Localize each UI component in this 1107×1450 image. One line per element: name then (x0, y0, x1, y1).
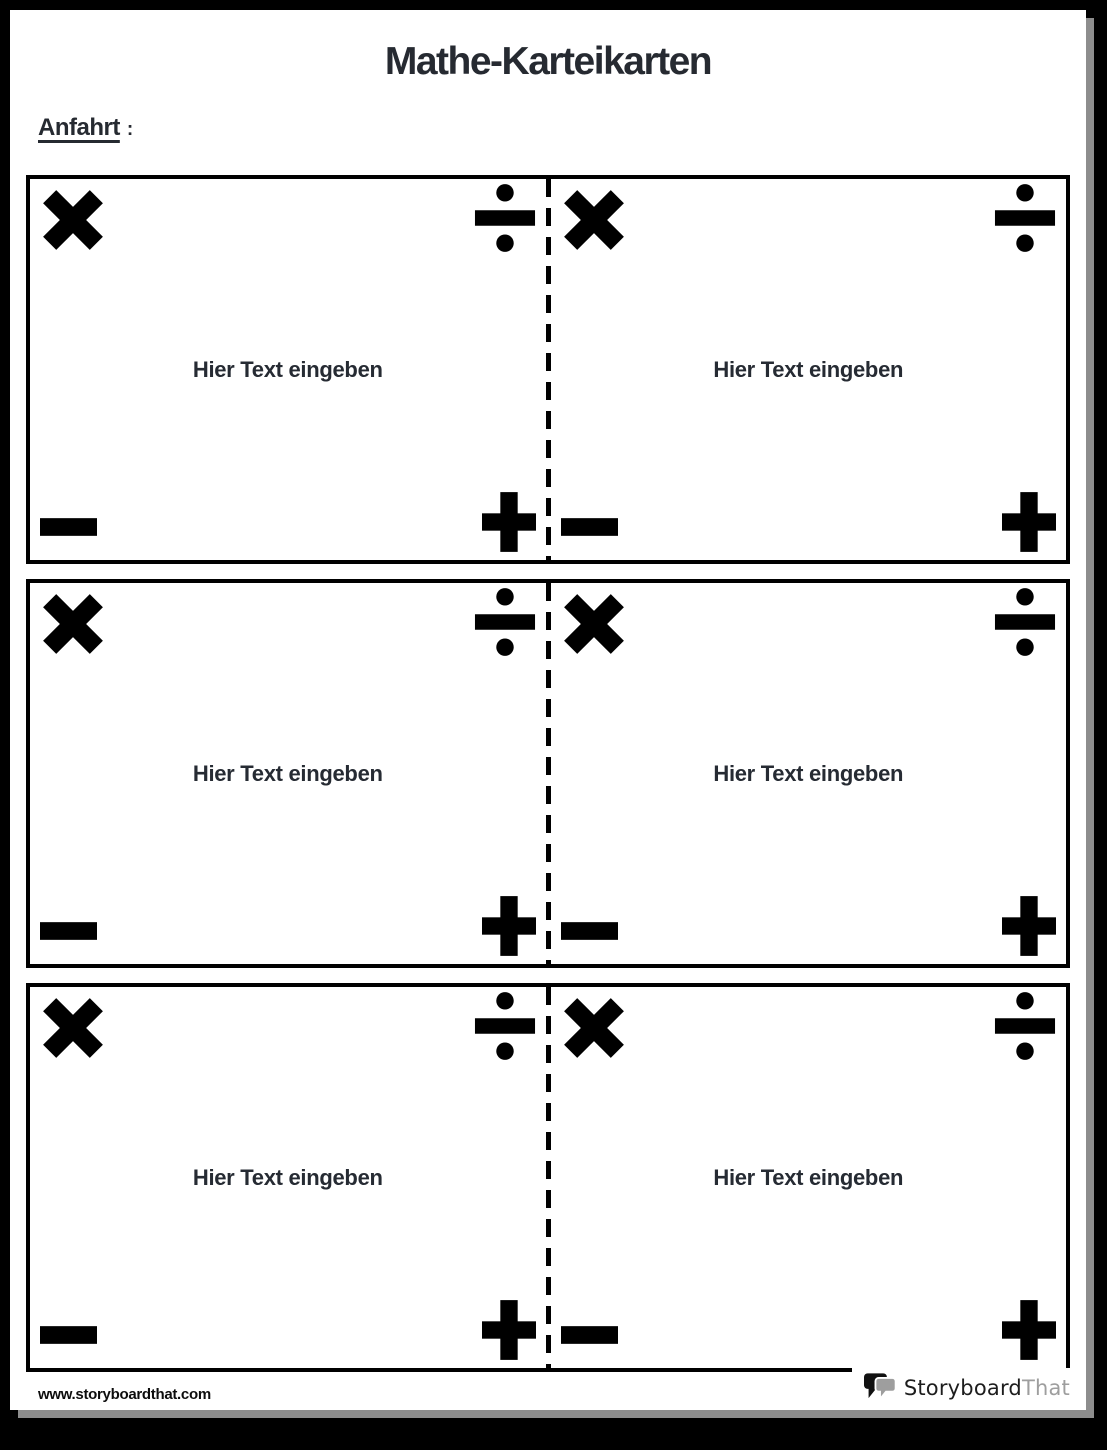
card-text-placeholder[interactable]: Hier Text eingeben (713, 1164, 904, 1190)
logo-text-gray: That (1021, 1376, 1070, 1400)
divide-icon (474, 184, 536, 252)
plus-icon (1002, 896, 1056, 956)
card-cell: Hier Text eingeben (551, 583, 1067, 964)
minus-icon (561, 922, 618, 940)
fold-line (545, 987, 551, 1368)
logo-wordmark: StoryboardThat (904, 1376, 1070, 1400)
multiply-icon (561, 995, 627, 1061)
divide-icon (994, 184, 1056, 252)
flashcard-row-1: Hier Text eingeben Hier Text eingeben (26, 175, 1070, 564)
fold-line (545, 583, 551, 964)
divide-icon (994, 992, 1056, 1060)
minus-icon (40, 518, 97, 536)
plus-icon (1002, 1300, 1056, 1360)
multiply-icon (40, 995, 106, 1061)
flashcard-row-2: Hier Text eingeben Hier Text eingeben (26, 579, 1070, 968)
directions-label-text: Anfahrt (38, 114, 120, 141)
card-cell: Hier Text eingeben (551, 987, 1067, 1368)
card-cell: Hier Text eingeben (30, 179, 546, 560)
footer-url: www.storyboardthat.com (38, 1386, 211, 1403)
storyboardthat-logo[interactable]: StoryboardThat (851, 1368, 1080, 1410)
minus-icon (561, 518, 618, 536)
card-cell: Hier Text eingeben (551, 179, 1067, 560)
minus-icon (40, 922, 97, 940)
logo-text-dark: Storyboard (903, 1376, 1022, 1400)
multiply-icon (561, 591, 627, 657)
worksheet-page: Mathe-Karteikarten Anfahrt: Hier Text ei… (10, 10, 1086, 1410)
plus-icon (1002, 492, 1056, 552)
card-text-placeholder[interactable]: Hier Text eingeben (713, 760, 904, 786)
multiply-icon (40, 187, 106, 253)
directions-colon: : (126, 119, 133, 140)
card-text-placeholder[interactable]: Hier Text eingeben (192, 356, 383, 382)
minus-icon (561, 1326, 618, 1344)
divide-icon (474, 992, 536, 1060)
card-cell: Hier Text eingeben (30, 583, 546, 964)
multiply-icon (561, 187, 627, 253)
card-cell: Hier Text eingeben (30, 987, 546, 1368)
speech-bubbles-icon (864, 1373, 897, 1403)
minus-icon (40, 1326, 97, 1344)
directions-label: Anfahrt: (38, 114, 133, 142)
multiply-icon (40, 591, 106, 657)
fold-line (545, 179, 551, 560)
plus-icon (482, 492, 536, 552)
divide-icon (474, 588, 536, 656)
divide-icon (994, 588, 1056, 656)
flashcards-grid: Hier Text eingeben Hier Text eingeben Hi… (26, 175, 1070, 1372)
page-title: Mathe-Karteikarten (384, 40, 713, 83)
card-text-placeholder[interactable]: Hier Text eingeben (192, 1164, 383, 1190)
plus-icon (482, 896, 536, 956)
card-text-placeholder[interactable]: Hier Text eingeben (713, 356, 904, 382)
flashcard-row-3: Hier Text eingeben Hier Text eingeben (26, 983, 1070, 1372)
card-text-placeholder[interactable]: Hier Text eingeben (192, 760, 383, 786)
plus-icon (482, 1300, 536, 1360)
